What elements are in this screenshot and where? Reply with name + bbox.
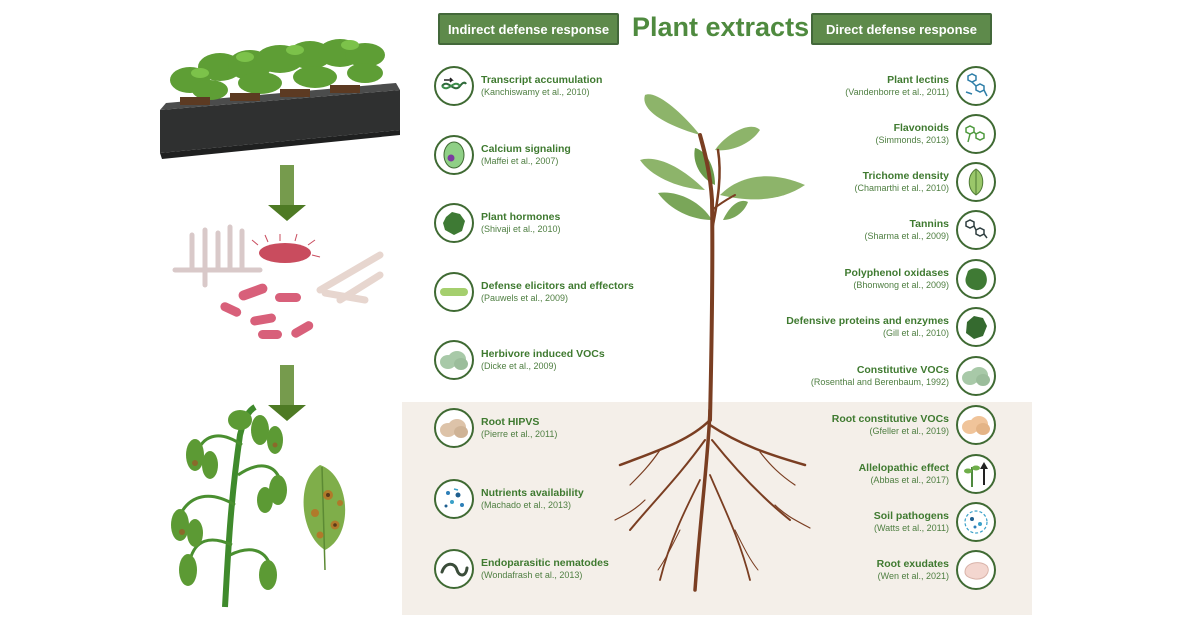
- direct-item: Flavonoids(Simmonds, 2013): [875, 114, 996, 154]
- item-reference: (Simmonds, 2013): [875, 135, 949, 145]
- item-label: Defensive proteins and enzymes: [786, 315, 949, 327]
- direct-defense-header: Direct defense response: [811, 13, 992, 45]
- lectin-molecule-icon: [956, 66, 996, 106]
- item-label: Defense elicitors and effectors: [481, 280, 634, 292]
- indirect-item: Calcium signaling(Maffei et al., 2007): [434, 135, 571, 175]
- item-label: Root exudates: [876, 558, 949, 570]
- item-reference: (Wondafrash et al., 2013): [481, 570, 583, 580]
- item-reference: (Gill et al., 2010): [882, 328, 949, 338]
- item-label: Flavonoids: [893, 122, 949, 134]
- voc-cloud-icon: [434, 340, 474, 380]
- hormone-blob-icon: [434, 203, 474, 243]
- item-reference: (Vandenborre et al., 2011): [845, 87, 949, 97]
- item-label: Calcium signaling: [481, 143, 571, 155]
- direct-item: Tannins(Sharma et al., 2009): [864, 210, 996, 250]
- direct-item: Defensive proteins and enzymes(Gill et a…: [786, 307, 996, 347]
- direct-item: Soil pathogens(Watts et al., 2011): [874, 502, 996, 542]
- tannin-molecule-icon: [956, 210, 996, 250]
- item-label: Root constitutive VOCs: [831, 413, 949, 425]
- root-voc-cloud-icon: [434, 408, 474, 448]
- plant-leaves: [640, 94, 805, 220]
- indirect-item: Transcript accumulation(Kanchiswamy et a…: [434, 66, 602, 106]
- item-reference: (Dicke et al., 2009): [481, 361, 557, 371]
- item-label: Plant hormones: [481, 211, 561, 223]
- item-reference: (Maffei et al., 2007): [481, 156, 559, 166]
- indirect-defense-header: Indirect defense response: [438, 13, 619, 45]
- dna-transcript-icon: [434, 66, 474, 106]
- direct-item: Plant lectins(Vandenborre et al., 2011): [845, 66, 996, 106]
- item-reference: (Wen et al., 2021): [877, 571, 949, 581]
- seedling-arrow-icon: [956, 454, 996, 494]
- nutrient-particles-icon: [434, 479, 474, 519]
- indirect-item: Nutrients availability(Machado et al., 2…: [434, 479, 584, 519]
- item-reference: (Gfeller et al., 2019): [869, 426, 949, 436]
- wilted-plant-illustration: [171, 404, 287, 608]
- indirect-item: Defense elicitors and effectors(Pauwels …: [434, 272, 634, 312]
- item-label: Transcript accumulation: [481, 74, 603, 86]
- page-title: Plant extracts: [632, 12, 810, 42]
- plant-roots: [614, 408, 811, 592]
- item-label: Trichome density: [862, 170, 949, 182]
- direct-item: Allelopathic effect(Abbas et al., 2017): [859, 454, 996, 494]
- down-arrow-2: [268, 365, 306, 421]
- down-arrow-1: [268, 165, 306, 221]
- item-label: Endoparasitic nematodes: [481, 557, 609, 569]
- direct-item: Root exudates(Wen et al., 2021): [877, 550, 996, 590]
- item-reference: (Rosenthal and Berenbaum, 1992): [810, 377, 949, 387]
- leaf-icon: [956, 162, 996, 202]
- caterpillar-icon: [434, 272, 474, 312]
- plant-stem: [698, 133, 736, 422]
- pathogens-illustration: [172, 224, 384, 339]
- direct-item: Trichome density(Chamarthi et al., 2010): [854, 162, 996, 202]
- exudate-blob-icon: [956, 550, 996, 590]
- enzyme-blob-icon: [956, 259, 996, 299]
- item-reference: (Watts et al., 2011): [873, 523, 949, 533]
- root-voc-cloud-icon: [956, 405, 996, 445]
- item-label: Constitutive VOCs: [856, 364, 949, 376]
- indirect-item: Herbivore induced VOCs(Dicke et al., 200…: [434, 340, 605, 380]
- pathogen-icon: [956, 502, 996, 542]
- item-reference: (Machado et al., 2013): [481, 500, 572, 510]
- protein-blob-icon: [956, 307, 996, 347]
- item-label: Soil pathogens: [873, 510, 949, 522]
- nematode-icon: [434, 549, 474, 589]
- soil-background: [402, 402, 1032, 615]
- plant-cell-icon: [434, 135, 474, 175]
- item-label: Plant lectins: [887, 74, 949, 86]
- item-label: Herbivore induced VOCs: [481, 348, 605, 360]
- item-reference: (Bhonwong et al., 2009): [853, 280, 949, 290]
- seedling-tray-illustration: [160, 39, 400, 159]
- item-label: Allelopathic effect: [858, 462, 949, 474]
- central-plant-illustration: [614, 94, 811, 592]
- indirect-item: Endoparasitic nematodes(Wondafrash et al…: [434, 549, 609, 589]
- indirect-item: Root HIPVS(Pierre et al., 2011): [434, 408, 557, 448]
- item-reference: (Chamarthi et al., 2010): [854, 183, 949, 193]
- item-reference: (Shivaji et al., 2010): [481, 224, 561, 234]
- left-illustration: [160, 39, 400, 608]
- direct-item: Root constitutive VOCs(Gfeller et al., 2…: [832, 405, 996, 445]
- diseased-leaf-illustration: [303, 465, 346, 571]
- item-reference: (Pierre et al., 2011): [481, 429, 558, 439]
- item-label: Polyphenol oxidases: [844, 267, 949, 279]
- item-reference: (Kanchiswamy et al., 2010): [481, 87, 590, 97]
- voc-cloud-icon: [956, 356, 996, 396]
- item-label: Nutrients availability: [481, 487, 584, 499]
- item-reference: (Sharma et al., 2009): [864, 231, 949, 241]
- flavonoid-molecule-icon: [956, 114, 996, 154]
- item-reference: (Pauwels et al., 2009): [481, 293, 569, 303]
- item-label: Root HIPVS: [481, 416, 540, 428]
- indirect-item: Plant hormones(Shivaji et al., 2010): [434, 203, 561, 243]
- item-reference: (Abbas et al., 2017): [870, 475, 949, 485]
- item-label: Tannins: [909, 218, 949, 230]
- direct-item: Constitutive VOCs(Rosenthal and Berenbau…: [811, 356, 996, 396]
- direct-item: Polyphenol oxidases(Bhonwong et al., 200…: [845, 259, 996, 299]
